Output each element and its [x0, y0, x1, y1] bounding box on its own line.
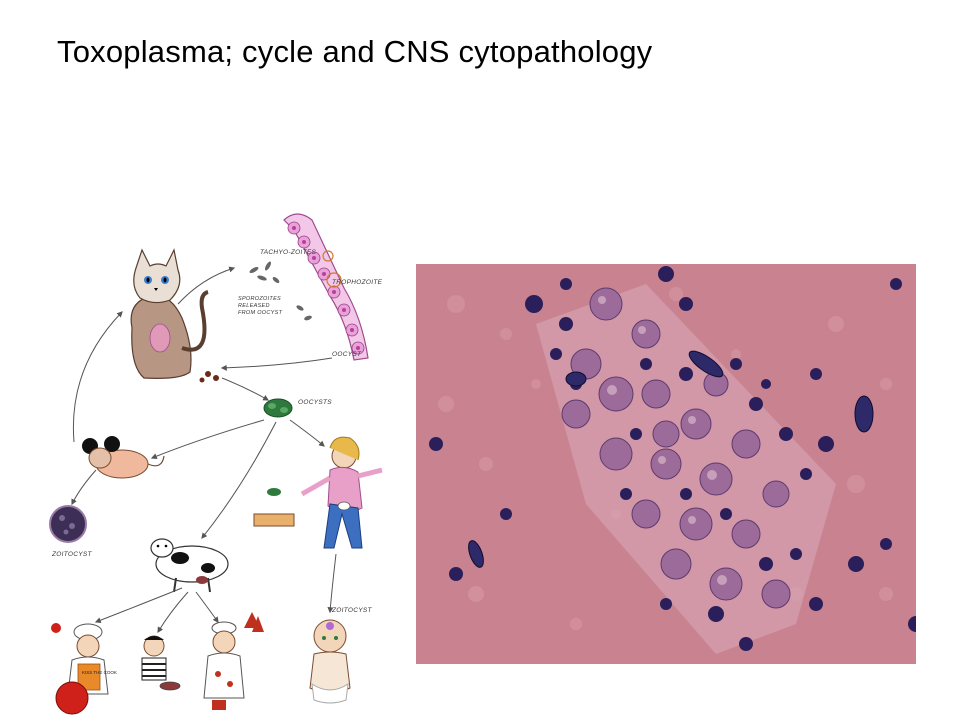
- oocysts-drawing: [263, 398, 293, 418]
- label-tachyzoites: TACHYO-ZOITES: [260, 249, 317, 256]
- infected-cells: [561, 287, 791, 609]
- cat-drawing: [130, 248, 219, 383]
- cns-histology-micrograph: [416, 264, 916, 664]
- baby-drawing: [309, 619, 351, 704]
- cow-drawing: [150, 538, 229, 593]
- cook-drawing: KISS THE COOK: [51, 623, 117, 715]
- pregnant-woman-drawing: [253, 436, 383, 549]
- elongated-nuclei: [468, 350, 874, 568]
- slide-title: Toxoplasma; cycle and CNS cytopathology: [57, 34, 653, 69]
- life-cycle-illustration: TACHYO-ZOITES SPOROZOITES RELEASED FROM …: [32, 208, 404, 718]
- intestinal-epithelium: [283, 213, 369, 361]
- butcher-drawing: [203, 612, 264, 710]
- label-zoitocyst-baby: ZOITOCYST: [331, 607, 373, 614]
- label-oocyst: OOCYST: [332, 351, 362, 358]
- apron-text: KISS THE COOK: [82, 670, 117, 675]
- person-eating-drawing: [141, 635, 181, 691]
- sporozoite-cluster: [249, 261, 312, 321]
- label-oocysts: OOCYSTS: [298, 399, 332, 406]
- cycle-arrows: [71, 266, 337, 634]
- dark-nuclei: [429, 266, 916, 651]
- mouse-drawing: [82, 436, 165, 479]
- zoitocyst-mouse: [49, 505, 87, 543]
- label-trophozoite: TROPHOZOITE: [332, 279, 383, 286]
- label-zoitocyst-mouse: ZOITOCYST: [51, 551, 93, 558]
- label-sporozoites: SPOROZOITES RELEASED FROM OOCYST: [238, 296, 283, 316]
